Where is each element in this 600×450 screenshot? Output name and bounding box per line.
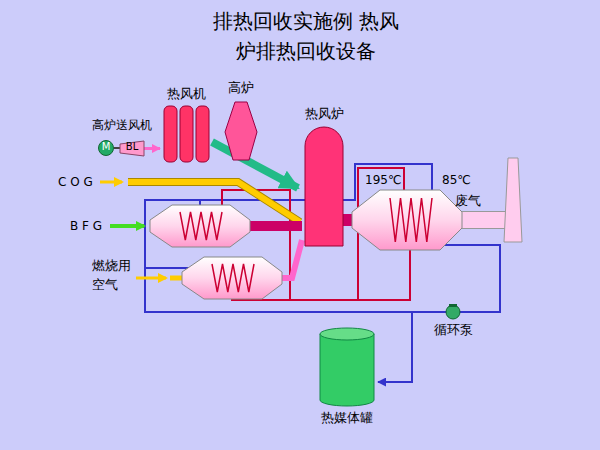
cog-arrow (100, 181, 122, 184)
node-label: M (102, 141, 111, 153)
node-label: 热媒体罐 (321, 410, 373, 426)
blast-furnace: 高炉 (220, 80, 262, 162)
connector (114, 147, 120, 149)
motor-circle: M (98, 140, 114, 156)
air-arrow (136, 277, 166, 280)
node-label: 热风炉 (305, 106, 344, 122)
node-label: 高炉 (228, 80, 254, 96)
heat-exchanger (352, 190, 462, 250)
heat-exchanger (150, 205, 250, 247)
text-label: 85℃ (442, 173, 471, 188)
hot-line (358, 250, 410, 300)
text-label: 燃烧用 空气 (92, 256, 136, 294)
heat-medium-tank: 热媒体罐 (316, 326, 378, 428)
hot-stove-shape (298, 106, 350, 246)
blower-box: BL (120, 141, 144, 156)
coil-winding (212, 264, 254, 292)
coil-winding (390, 198, 432, 242)
text-label: C O G (58, 175, 93, 190)
connector (212, 142, 298, 188)
bfg-arrow (110, 224, 144, 228)
circulation-pump: 循环泵 (428, 304, 478, 344)
node-label: BL (126, 141, 138, 153)
exhaust-duct (460, 212, 508, 228)
coil-winding (180, 212, 222, 240)
title: 排热回收实施例 热风炉排热回收设备 (206, 6, 406, 66)
heat-exchanger (182, 257, 282, 299)
hot-stove: 热风炉 (298, 106, 350, 246)
text-label: 废气 (455, 193, 481, 209)
text-label: 高炉送风机 (92, 118, 152, 133)
connector (144, 147, 160, 150)
node-label: 热风机 (167, 86, 206, 102)
node-label: 循环泵 (434, 322, 473, 338)
hot-blast-fan: 热风机 (160, 86, 212, 164)
chimney (504, 158, 522, 242)
bfg-pipe (250, 221, 302, 231)
text-label: 195℃ (365, 173, 401, 188)
text-label: B F G (70, 219, 102, 234)
air-pipe (282, 240, 302, 278)
exhaust-duct (460, 211, 508, 229)
connector (378, 312, 428, 382)
